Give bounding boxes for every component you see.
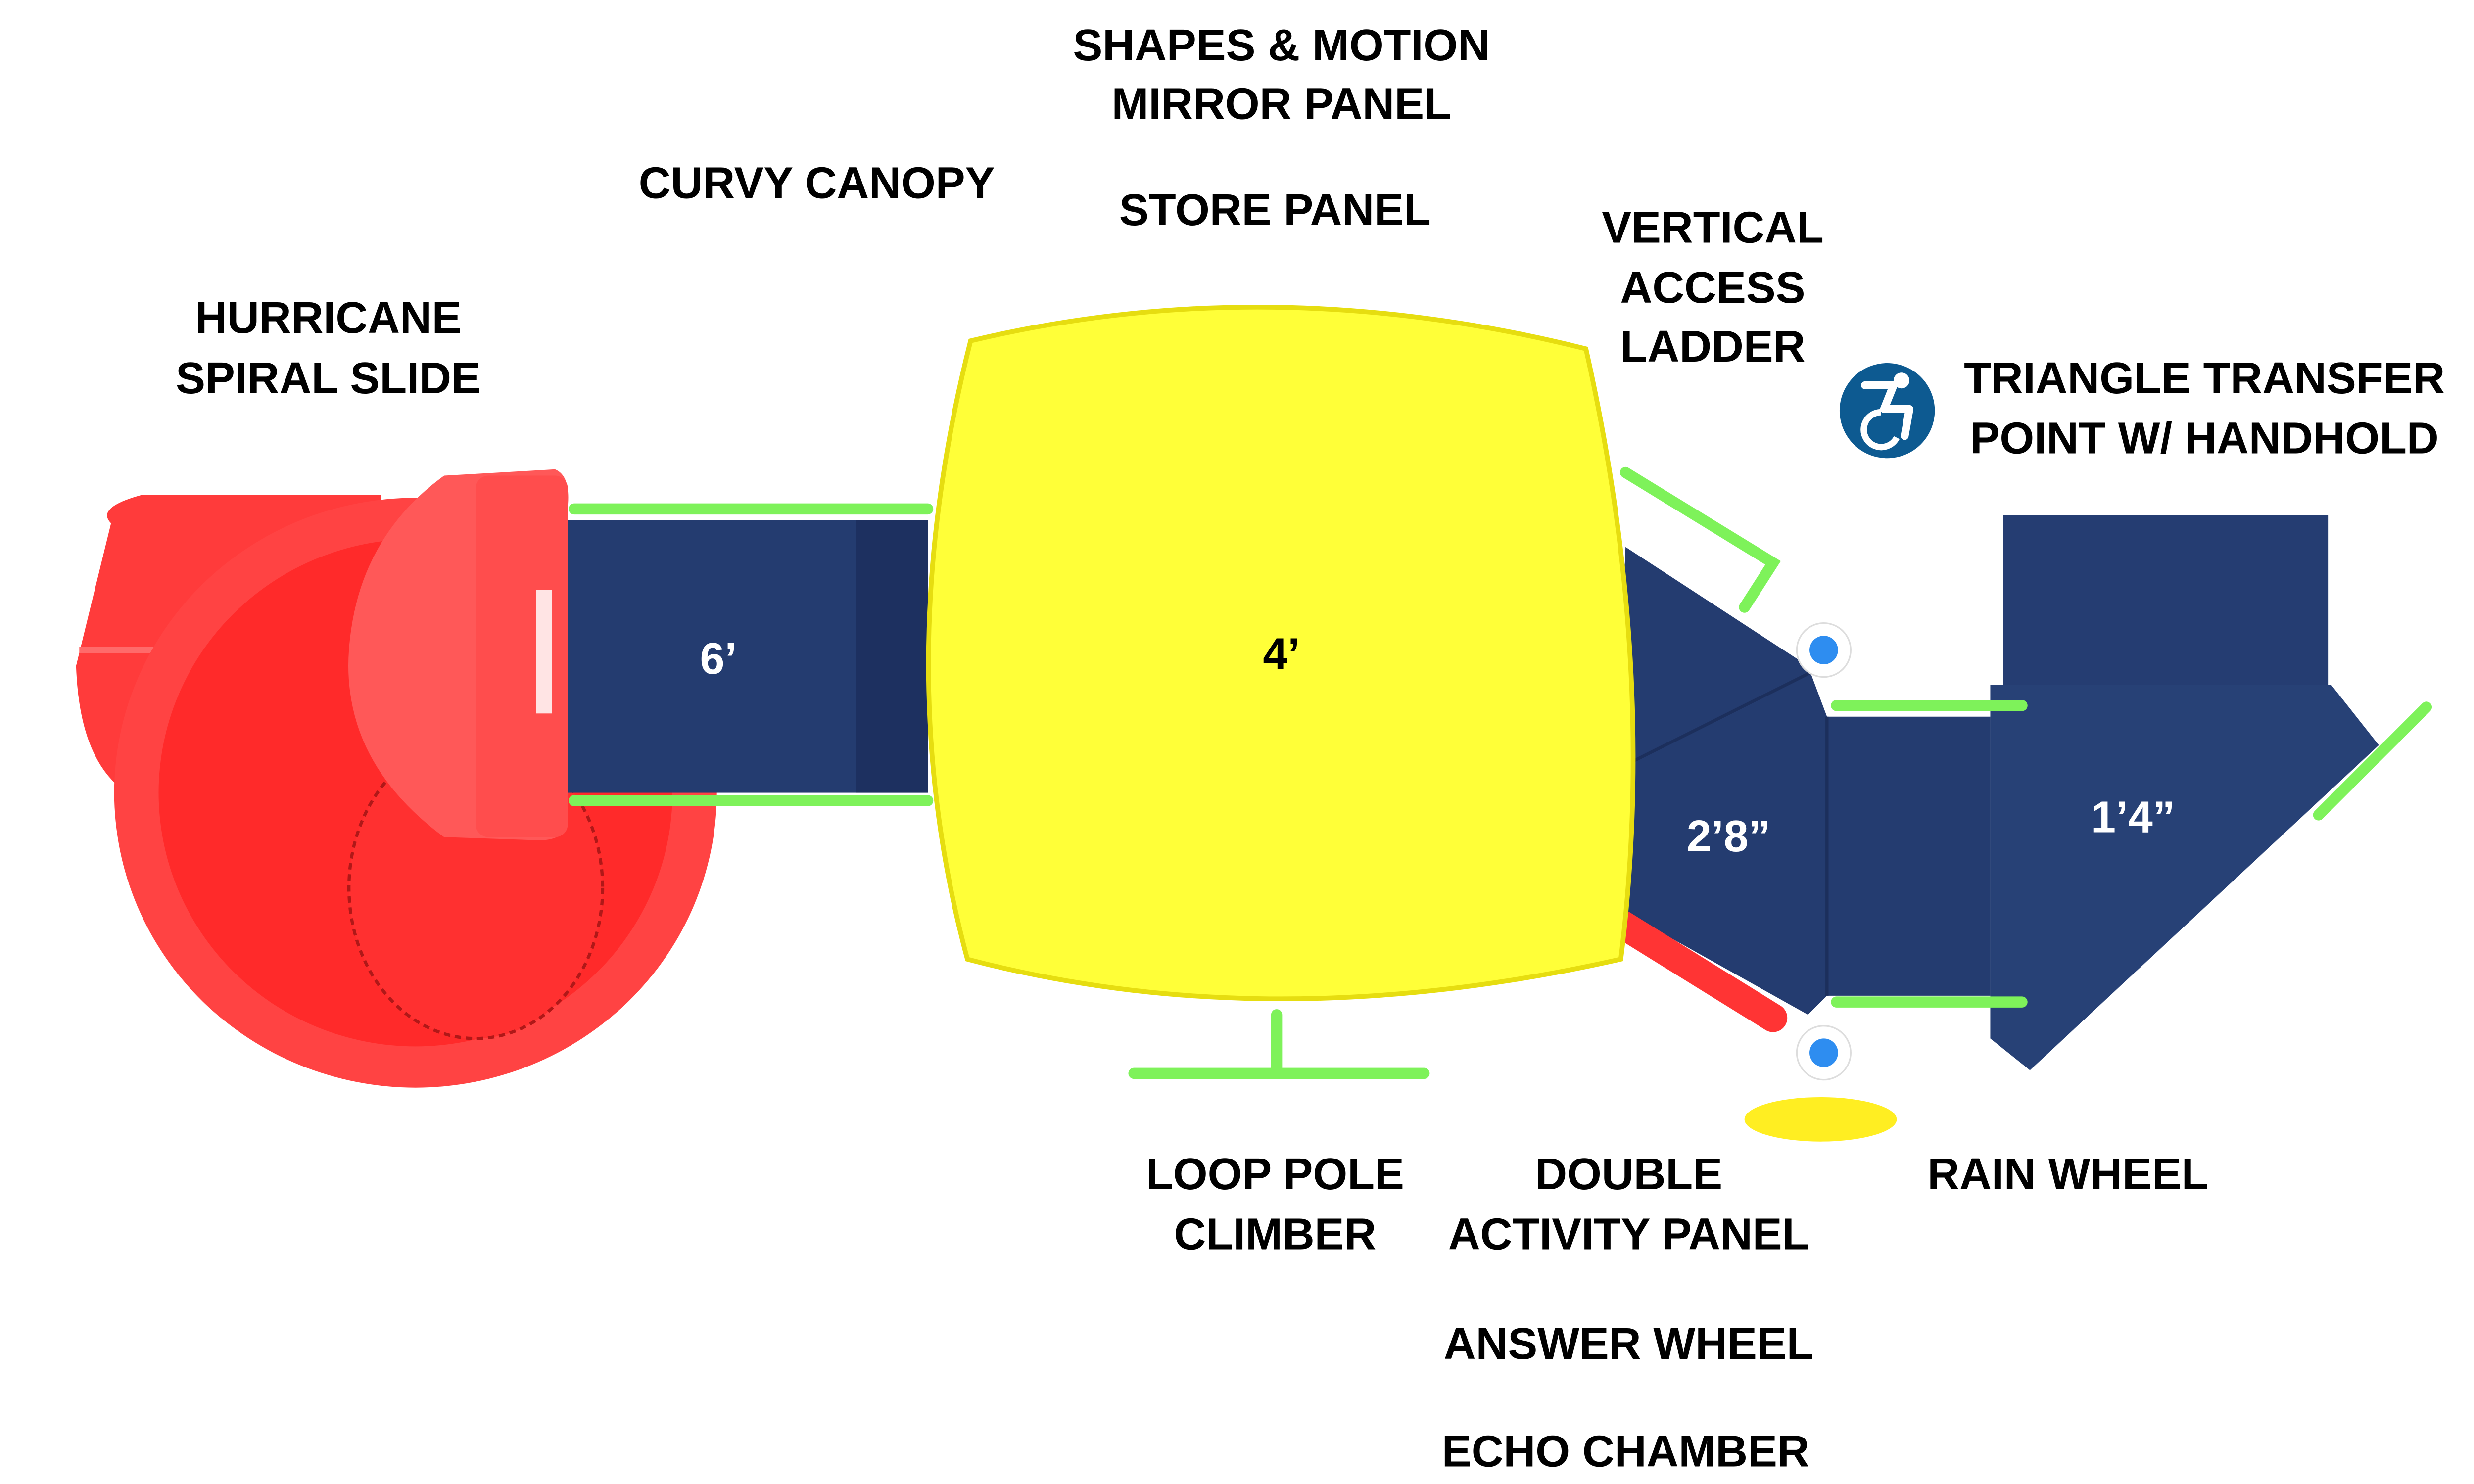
loop-pole-climber — [1128, 1009, 1430, 1079]
deck-height-label: 4’ — [1263, 630, 1300, 679]
label-double: DOUBLE — [1535, 1150, 1722, 1199]
label-vertical: VERTICAL — [1602, 203, 1824, 252]
label-point-handhold: POINT W/ HANDHOLD — [1970, 414, 2439, 464]
rain-wheel — [1744, 1097, 1897, 1142]
deck-height-label: 2’8” — [1687, 812, 1771, 861]
handhold-rail — [2313, 701, 2432, 821]
label-access: ACCESS — [1620, 263, 1806, 313]
label-curvy-canopy: CURVY CANOPY — [639, 159, 995, 208]
label-ladder: LADDER — [1620, 322, 1806, 371]
answer-wheel — [1796, 622, 1852, 1081]
wheelchair-accessible-icon — [1839, 363, 1935, 459]
triangle-transfer-point: 1’4” — [1831, 515, 2432, 1070]
label-hurricane: HURRICANE — [195, 293, 461, 343]
deck-height-label: 1’4” — [2091, 793, 2175, 842]
curvy-canopy: 4’ — [926, 304, 1636, 1001]
slide-deck: 6’ — [568, 503, 934, 806]
hurricane-spiral-slide — [76, 469, 717, 1088]
label-shapes-motion: SHAPES & MOTION — [1073, 21, 1490, 70]
label-spiral-slide: SPIRAL SLIDE — [176, 354, 481, 403]
vertical-access-ladder — [1620, 466, 1781, 613]
label-store-panel: STORE PANEL — [1119, 186, 1431, 235]
deck-height-label: 6’ — [700, 634, 737, 684]
label-activity-panel: ACTIVITY PANEL — [1448, 1210, 1809, 1259]
middle-deck: 2’8” — [1600, 547, 1991, 1032]
label-mirror-panel: MIRROR PANEL — [1112, 79, 1451, 129]
label-loop-pole: LOOP POLE — [1146, 1150, 1404, 1199]
label-climber: CLIMBER — [1174, 1210, 1377, 1259]
label-rain-wheel: RAIN WHEEL — [1927, 1150, 2208, 1199]
label-triangle-transfer: TRIANGLE TRANSFER — [1964, 354, 2445, 403]
label-echo-chamber: ECHO CHAMBER — [1442, 1427, 1809, 1477]
label-answer-wheel: ANSWER WHEEL — [1444, 1319, 1814, 1369]
slide-chute — [1600, 905, 1788, 1032]
